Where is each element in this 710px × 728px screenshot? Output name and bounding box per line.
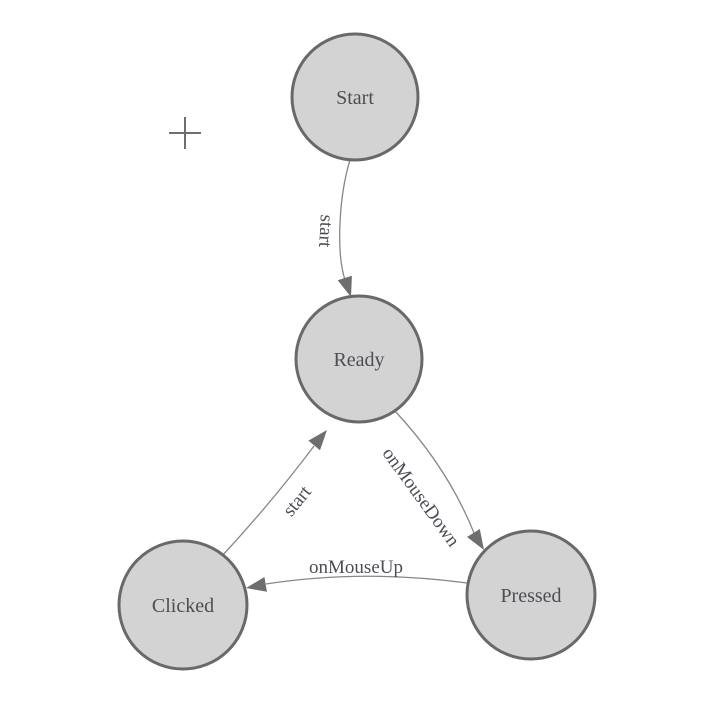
transition-ready-to-pressed[interactable]: onMouseDown (378, 410, 484, 552)
crosshair-marker-icon (169, 117, 201, 149)
arrowhead-icon (308, 430, 327, 451)
state-node-label: Ready (333, 349, 384, 371)
transition-label: onMouseUp (309, 557, 403, 578)
transition-pressed-to-clicked[interactable]: onMouseUp (246, 557, 468, 592)
transition-label: start (314, 214, 337, 248)
arrowhead-icon (467, 529, 484, 550)
state-node-ready[interactable]: Ready (294, 294, 424, 424)
transition-label: start (279, 481, 316, 520)
arrowhead-icon (337, 275, 352, 297)
transition-label: onMouseDown (378, 444, 464, 552)
state-node-label: Start (336, 87, 374, 109)
state-node-pressed[interactable]: Pressed (465, 529, 597, 661)
arrowhead-icon (246, 577, 267, 592)
state-node-start[interactable]: Start (290, 32, 420, 162)
state-node-label: Clicked (152, 595, 214, 617)
state-node-clicked[interactable]: Clicked (117, 539, 249, 671)
transition-clicked-to-ready[interactable]: start (221, 430, 327, 557)
transition-start-to-ready[interactable]: start (314, 159, 352, 297)
state-node-label: Pressed (500, 585, 561, 607)
